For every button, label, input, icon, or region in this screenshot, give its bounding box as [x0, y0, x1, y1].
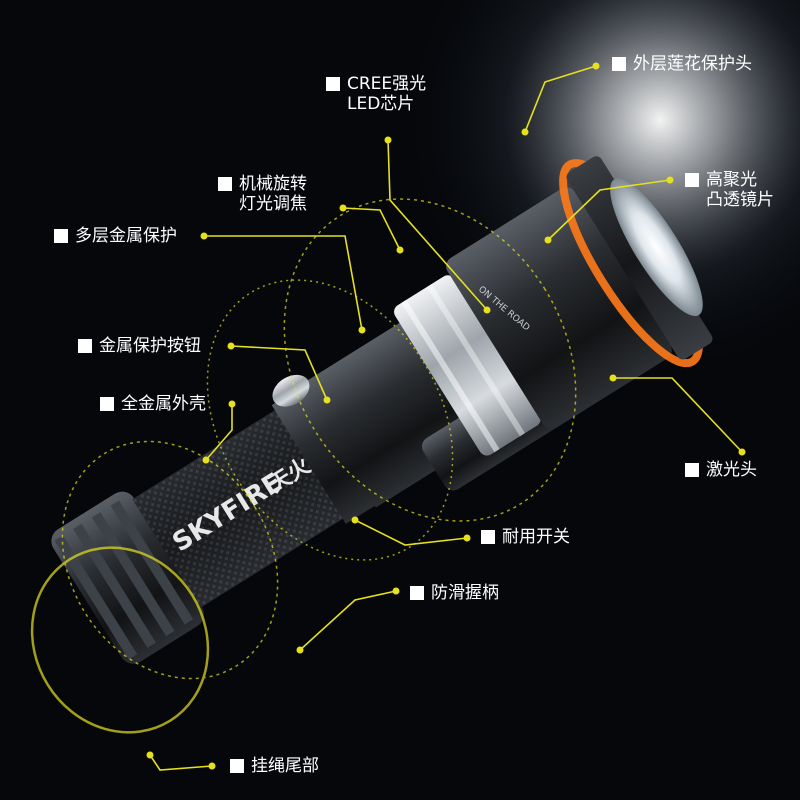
label-durable-switch: 耐用开关	[481, 527, 570, 547]
bullet-square-icon	[410, 586, 424, 600]
decorative-orbits	[30, 198, 577, 734]
label-text: 全金属外壳	[121, 394, 206, 414]
label-text: 机械旋转	[239, 174, 307, 194]
bullet-square-icon	[326, 77, 340, 91]
label-metal-button: 金属保护按钮	[78, 336, 201, 356]
label-text: 高聚光	[706, 170, 757, 190]
label-cree-led: CREE强光 LED芯片	[326, 74, 426, 114]
label-text: 灯光调焦	[239, 194, 307, 214]
label-laser-head: 激光头	[685, 460, 757, 480]
label-text: 外层莲花保护头	[633, 54, 752, 74]
label-convex-lens: 高聚光 凸透镜片	[685, 170, 774, 210]
label-text: 挂绳尾部	[251, 756, 319, 776]
bullet-square-icon	[54, 229, 68, 243]
flashlight-body: SKYFIRE 天火	[51, 156, 713, 664]
bullet-square-icon	[78, 339, 92, 353]
bullet-square-icon	[481, 530, 495, 544]
label-anti-slip-grip: 防滑握柄	[410, 583, 499, 603]
label-metal-shell: 全金属外壳	[100, 394, 206, 414]
bullet-square-icon	[612, 57, 626, 71]
label-metal-protection: 多层金属保护	[54, 226, 177, 246]
label-text: 凸透镜片	[706, 190, 774, 210]
leader-lines	[149, 65, 743, 771]
label-text: 防滑握柄	[431, 583, 499, 603]
label-text: CREE强光	[347, 74, 427, 94]
bullet-square-icon	[230, 759, 244, 773]
label-zoom-focus: 机械旋转 灯光调焦	[218, 174, 307, 214]
label-text: 激光头	[706, 460, 757, 480]
leader-dots	[146, 62, 746, 770]
label-text: LED芯片	[347, 94, 415, 114]
label-text: 金属保护按钮	[99, 336, 201, 356]
bullet-square-icon	[685, 463, 699, 477]
label-lotus-head: 外层莲花保护头	[612, 54, 752, 74]
bullet-square-icon	[218, 177, 232, 191]
bullet-square-icon	[100, 397, 114, 411]
bullet-square-icon	[685, 173, 699, 187]
label-lanyard-tail: 挂绳尾部	[230, 756, 319, 776]
label-text: 多层金属保护	[75, 226, 177, 246]
label-text: 耐用开关	[502, 527, 570, 547]
